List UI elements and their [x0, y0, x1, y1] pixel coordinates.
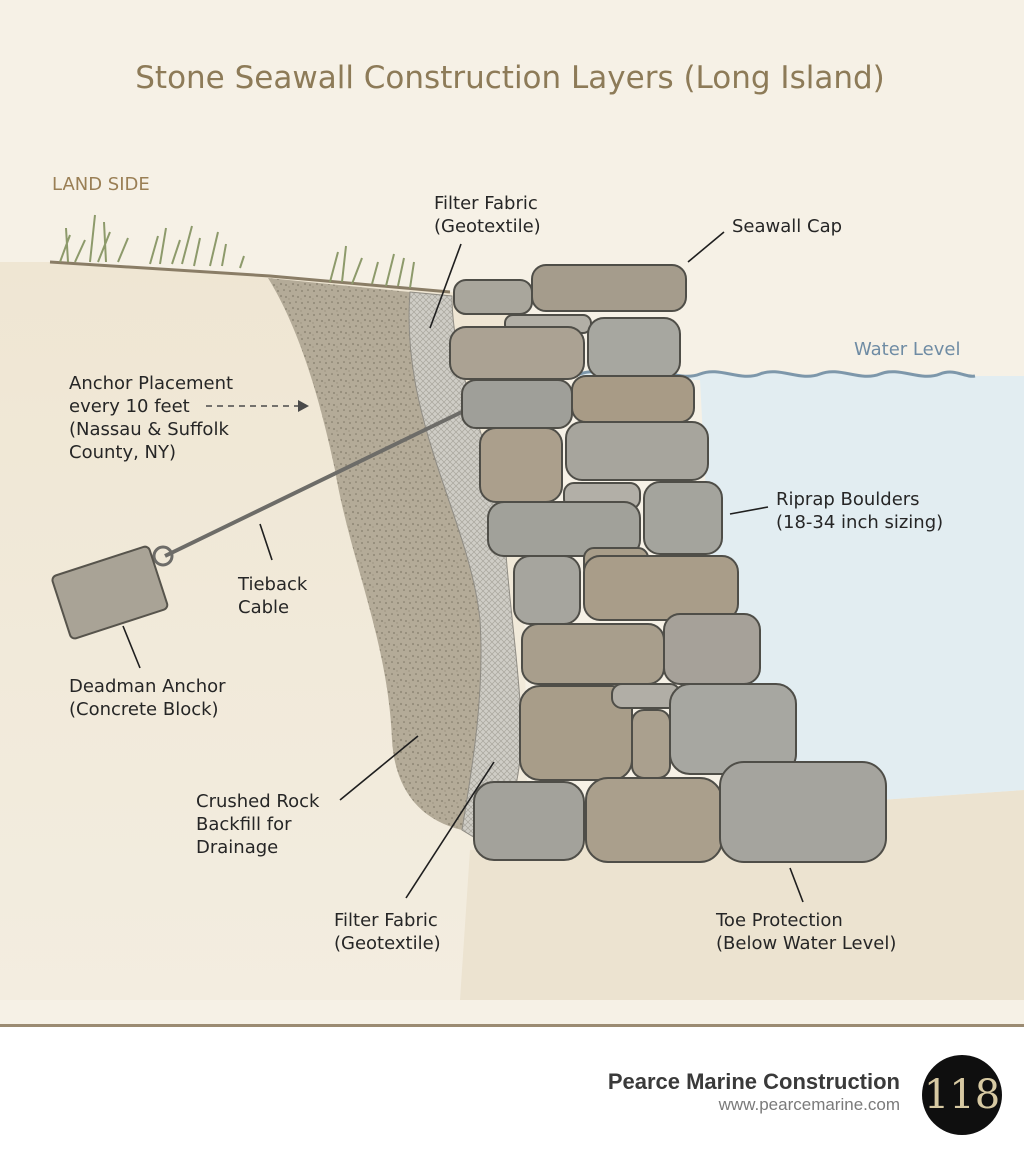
leader-toe-protection [789, 867, 804, 903]
label-seawall-cap: Seawall Cap [732, 216, 842, 237]
svg-text:Filter Fabric: Filter Fabric [334, 910, 438, 931]
leader-riprap [729, 506, 769, 515]
company-website[interactable]: www.pearcemarine.com [718, 1095, 900, 1114]
deadman-anchor-block [51, 545, 169, 640]
label-deadman-anchor: Deadman Anchor (Concrete Block) [69, 676, 226, 720]
svg-text:County, NY): County, NY) [69, 442, 176, 463]
diagram-title: Stone Seawall Construction Layers (Long … [135, 60, 885, 96]
svg-text:Seawall Cap: Seawall Cap [732, 216, 842, 237]
svg-text:(Geotextile): (Geotextile) [334, 933, 441, 954]
leader-deadman [122, 625, 141, 669]
svg-text:Filter Fabric: Filter Fabric [434, 193, 538, 214]
cable-eyelet [152, 545, 174, 567]
svg-text:Backfill for: Backfill for [196, 814, 292, 835]
svg-text:Riprap Boulders: Riprap Boulders [776, 489, 920, 510]
tieback-cable [164, 406, 471, 558]
leader-filter-fabric-top [429, 243, 462, 329]
svg-text:(Geotextile): (Geotextile) [434, 216, 541, 237]
crushed-rock-backfill [268, 278, 481, 830]
svg-text:(Concrete Block): (Concrete Block) [69, 699, 219, 720]
svg-text:Cable: Cable [238, 597, 289, 618]
svg-text:Crushed Rock: Crushed Rock [196, 791, 320, 812]
label-filter-fabric-bottom: Filter Fabric (Geotextile) [334, 910, 441, 954]
badge-number: 118 [923, 1072, 1001, 1118]
water-level-label: Water Level [854, 339, 960, 360]
svg-text:Tieback: Tieback [237, 574, 308, 595]
riprap-stones [449, 264, 887, 863]
label-tieback-cable: Tieback Cable [237, 574, 308, 618]
water-body [460, 371, 1024, 830]
label-filter-fabric-top: Filter Fabric (Geotextile) [434, 193, 541, 237]
svg-text:(Nassau & Suffolk: (Nassau & Suffolk [69, 419, 229, 440]
label-anchor-placement: Anchor Placement every 10 feet (Nassau &… [69, 373, 233, 463]
svg-text:Anchor Placement: Anchor Placement [69, 373, 233, 394]
svg-text:Toe Protection: Toe Protection [715, 910, 843, 931]
leader-filter-fabric-bottom [405, 761, 495, 899]
leader-tieback [259, 523, 273, 561]
company-name: Pearce Marine Construction [607, 1069, 900, 1094]
leader-crushed-rock [339, 735, 419, 801]
svg-text:(Below Water Level): (Below Water Level) [716, 933, 896, 954]
grass-tufts [59, 214, 415, 289]
anchor-arrowhead [298, 400, 309, 412]
page-number-badge: 118 [922, 1055, 1002, 1135]
label-crushed-rock: Crushed Rock Backfill for Drainage [196, 791, 320, 858]
land-side-label: LAND SIDE [52, 174, 150, 195]
seawall-diagram: Stone Seawall Construction Layers (Long … [0, 60, 1024, 1000]
svg-text:(18-34 inch sizing): (18-34 inch sizing) [776, 512, 943, 533]
svg-text:Deadman Anchor: Deadman Anchor [69, 676, 226, 697]
svg-text:every 10 feet: every 10 feet [69, 396, 190, 417]
footer: Pearce Marine Construction www.pearcemar… [0, 1024, 1024, 1154]
leader-seawall-cap [687, 231, 725, 263]
label-riprap-boulders: Riprap Boulders (18-34 inch sizing) [776, 489, 943, 533]
ground-surface [49, 260, 451, 294]
label-toe-protection: Toe Protection (Below Water Level) [715, 910, 896, 954]
svg-text:Drainage: Drainage [196, 837, 278, 858]
